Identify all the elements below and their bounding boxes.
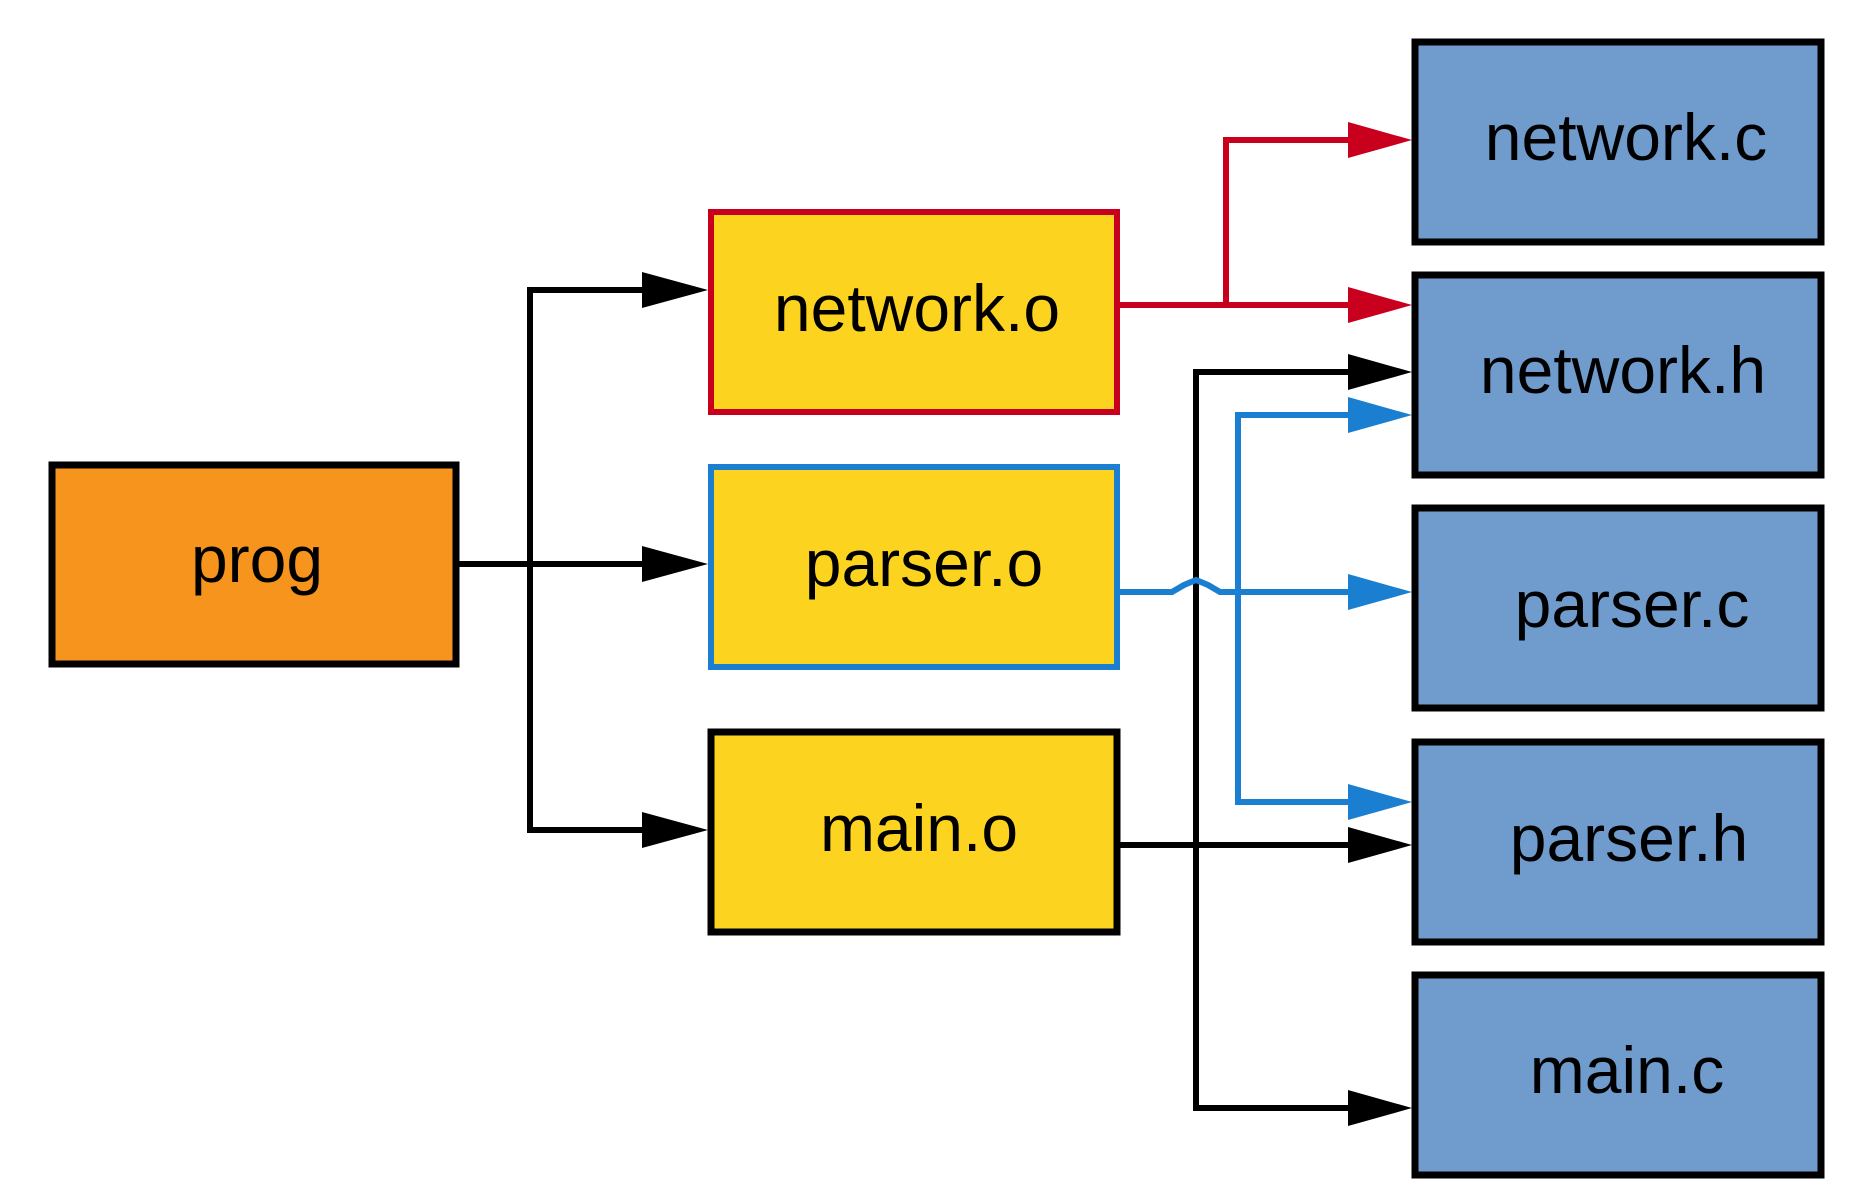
arrowhead-parser-h-blue [1348, 784, 1412, 820]
node-prog-box [48, 461, 460, 668]
edges-network-o [1117, 122, 1412, 323]
node-network-h: network.h [1411, 271, 1825, 479]
arrowhead-network-h-black [1348, 354, 1412, 390]
edge-parser-o-to-parser-c [1117, 576, 1356, 595]
arrowhead-network-o [642, 272, 708, 308]
edges-main-o [1117, 354, 1412, 1126]
node-network-o: network.o [708, 209, 1120, 415]
node-parser-h-label: parser.h [1510, 801, 1748, 875]
arrowhead-parser-h-black [1348, 827, 1412, 863]
node-parser-c: parser.c [1411, 504, 1825, 712]
node-main-o-label: main.o [820, 791, 1018, 865]
arrowhead-network-h-blue [1348, 397, 1412, 433]
node-parser-o: parser.o [708, 464, 1120, 670]
node-network-c-box [1411, 38, 1825, 246]
node-parser-o-box [708, 464, 1120, 670]
arrowhead-parser-o [642, 546, 708, 582]
node-prog-label: prog [191, 522, 323, 596]
node-parser-h-box [1411, 738, 1825, 946]
edges-parser-o [1117, 397, 1412, 820]
node-main-c-box [1411, 971, 1825, 1179]
edge-main-o-to-main-c [1193, 845, 1356, 1111]
node-main-c: main.c [1411, 971, 1825, 1179]
node-network-c: network.c [1411, 38, 1825, 246]
arrowhead-parser-c-blue [1348, 574, 1412, 610]
node-network-c-label: network.c [1485, 100, 1767, 174]
node-main-o-box [707, 728, 1121, 936]
edge-parser-o-to-network-h [1235, 412, 1356, 592]
node-network-o-box [708, 209, 1120, 415]
edge-network-o-to-network-c [1117, 137, 1356, 308]
node-main-o: main.o [707, 728, 1121, 936]
node-network-h-box [1411, 271, 1825, 479]
node-prog: prog [48, 461, 460, 668]
arrowhead-network-h-red [1348, 287, 1412, 323]
arrowhead-network-c-red [1348, 122, 1412, 158]
node-network-o-label: network.o [774, 271, 1060, 345]
node-main-c-label: main.c [1530, 1033, 1724, 1107]
edge-prog-to-network-o [456, 287, 650, 567]
node-parser-c-box [1411, 504, 1825, 712]
arrowhead-main-o [642, 812, 708, 848]
arrowhead-main-c-black [1348, 1090, 1412, 1126]
node-parser-h: parser.h [1411, 738, 1825, 946]
node-network-h-label: network.h [1480, 333, 1766, 407]
edge-prog-to-main-o [527, 564, 650, 833]
edge-main-o-to-network-h [1193, 369, 1356, 845]
node-parser-o-label: parser.o [805, 526, 1043, 600]
edges-prog [456, 272, 708, 848]
edge-parser-o-to-parser-h [1235, 592, 1356, 805]
node-parser-c-label: parser.c [1515, 567, 1750, 641]
